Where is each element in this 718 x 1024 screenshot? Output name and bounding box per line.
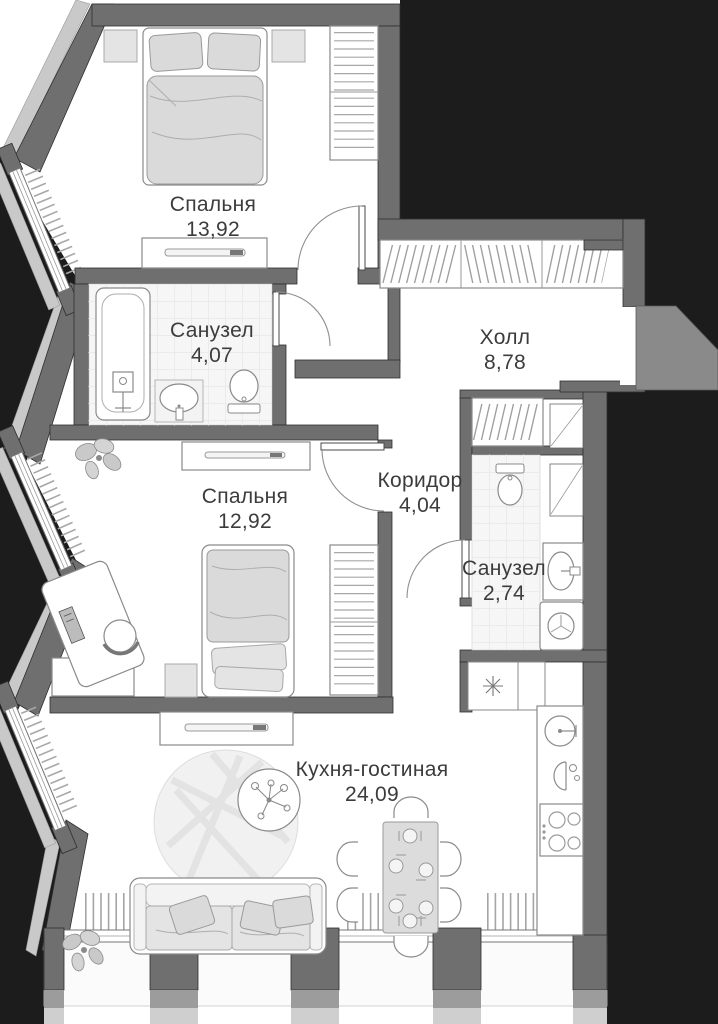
radiator — [27, 452, 86, 558]
room-name: Санузел — [170, 319, 254, 342]
window — [0, 142, 84, 317]
door-arc — [320, 442, 385, 512]
place-settings — [388, 828, 434, 929]
room-area: 13,92 — [185, 218, 241, 241]
toilet — [495, 463, 525, 506]
wardrobe — [329, 544, 379, 696]
double-bed — [142, 27, 268, 186]
desk — [41, 560, 145, 697]
chair — [393, 796, 429, 818]
dresser — [181, 441, 311, 471]
pillow — [168, 895, 216, 935]
toilet — [227, 369, 261, 414]
door-arc — [297, 205, 366, 271]
room-name: Коридор — [377, 469, 463, 492]
room-corridor — [471, 397, 544, 447]
sink — [154, 379, 204, 423]
chair — [336, 887, 358, 923]
room-label-bathroom-1: Санузел 4,07 — [122, 318, 302, 368]
room-label-bathroom-2: Санузел 2,74 — [414, 556, 594, 606]
sofa — [129, 877, 327, 955]
window — [0, 680, 80, 855]
door-arc — [406, 539, 470, 599]
pillow — [272, 895, 314, 929]
chair — [336, 841, 358, 877]
entrance-door — [635, 305, 718, 391]
coffee-table — [237, 768, 301, 832]
plant — [75, 438, 122, 480]
room-name: Холл — [479, 326, 531, 349]
room-bathroom-2 — [406, 403, 584, 711]
room-label-hall: Холл 8,78 — [415, 325, 595, 375]
nightstand — [164, 663, 198, 698]
room-area: 12,92 — [217, 510, 273, 533]
room-label-kitchen-living: Кухня-гостиная 24,09 — [262, 757, 482, 807]
bathtub — [95, 287, 151, 421]
room-area: 8,78 — [483, 351, 527, 374]
nightstand — [103, 29, 138, 63]
nightstand — [271, 29, 306, 63]
ventilation-shaft — [467, 661, 546, 711]
entrance — [620, 305, 718, 391]
room-name: Спальня — [201, 485, 289, 508]
room-bedroom-2 — [41, 438, 385, 698]
tv-stand — [159, 711, 294, 746]
room-name: Кухня-гостиная — [295, 758, 449, 781]
room-name: Санузел — [462, 557, 546, 580]
door-arc — [272, 291, 331, 347]
facade-piers — [43, 927, 608, 1024]
desk-chair — [103, 619, 137, 653]
room-kitchen-living — [62, 705, 584, 972]
wardrobe — [379, 239, 624, 289]
dining-set — [336, 796, 462, 958]
dresser — [141, 237, 268, 269]
wardrobe — [329, 25, 379, 161]
room-area: 4,07 — [190, 344, 234, 367]
flowers — [251, 779, 291, 820]
room-area: 2,74 — [482, 582, 526, 605]
kitchen-sink — [544, 715, 577, 747]
drainer — [553, 761, 580, 791]
stove — [539, 803, 584, 857]
single-bed — [201, 544, 295, 698]
chair — [440, 887, 462, 923]
room-bedroom-1 — [103, 25, 379, 271]
room-hall — [379, 239, 624, 289]
chair — [393, 936, 429, 958]
room-area: 24,09 — [344, 783, 400, 806]
room-name: Спальня — [169, 193, 257, 216]
facade-left — [0, 0, 115, 961]
room-bathroom-1 — [88, 283, 331, 426]
chair — [440, 841, 462, 877]
wardrobe — [471, 397, 544, 447]
plant — [62, 930, 104, 972]
room-label-corridor: Коридор 4,04 — [330, 468, 510, 518]
washing-machine — [539, 601, 584, 651]
room-label-bedroom-2: Спальня 12,92 — [155, 484, 335, 534]
room-label-bedroom-1: Спальня 13,92 — [123, 192, 303, 242]
window — [0, 425, 86, 598]
sink — [542, 542, 584, 601]
room-area: 4,04 — [398, 494, 442, 517]
shaft-panel — [549, 403, 584, 517]
kitchen-counter — [536, 705, 584, 936]
